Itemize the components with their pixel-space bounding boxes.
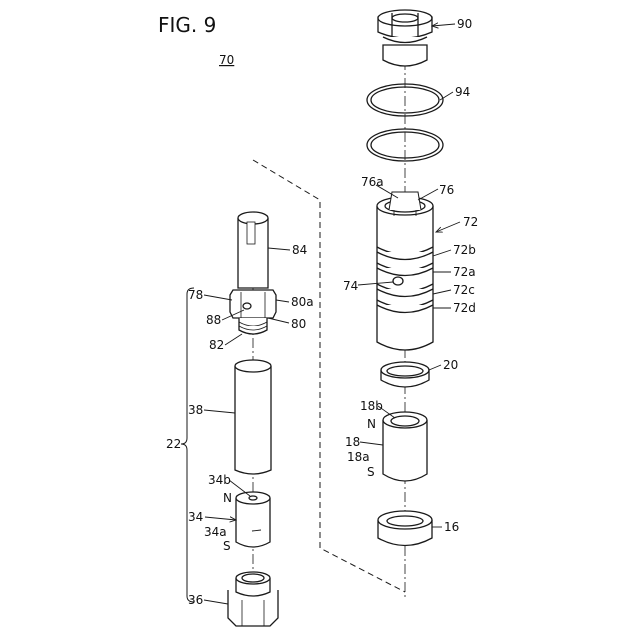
label-84: 84 [292, 243, 307, 257]
label-18a: 18a [347, 450, 370, 464]
bracket-22 [181, 288, 194, 602]
label-34b: 34b [208, 473, 231, 487]
part-84-shaft [230, 212, 276, 334]
label-16: 16 [444, 520, 459, 534]
label-74: 74 [343, 279, 358, 293]
assembly-ref-label: 70 [219, 53, 234, 67]
label-20: 20 [443, 358, 458, 372]
label-18: 18 [345, 435, 360, 449]
label-76a: 76a [361, 175, 384, 189]
label-36: 36 [188, 593, 203, 607]
label-78: 78 [188, 288, 203, 302]
label-94: 94 [455, 85, 470, 99]
label-18-N: N [367, 417, 376, 431]
part-34-magnet [236, 492, 270, 547]
label-22: 22 [166, 437, 181, 451]
label-88: 88 [206, 313, 221, 327]
label-18b: 18b [360, 399, 383, 413]
label-34a: 34a [204, 525, 227, 539]
part-72-cylinder [377, 192, 433, 350]
label-72b: 72b [453, 243, 476, 257]
label-72d: 72d [453, 301, 476, 315]
part-38-tube [235, 360, 271, 474]
label-72c: 72c [453, 283, 475, 297]
part-18-magnet [383, 412, 427, 481]
part-36-plug [228, 572, 278, 626]
label-80a: 80a [291, 295, 314, 309]
label-76: 76 [439, 183, 454, 197]
part-90-cap-nut [378, 10, 432, 66]
label-34-N: N [223, 491, 232, 505]
figure-title: FIG. 9 [158, 13, 216, 37]
label-38: 38 [188, 403, 203, 417]
label-18-S: S [367, 465, 375, 479]
part-20-ring [381, 362, 429, 387]
label-72a: 72a [453, 265, 476, 279]
label-72: 72 [463, 215, 478, 229]
label-34-S: S [223, 539, 231, 553]
label-90: 90 [457, 17, 472, 31]
label-82: 82 [209, 338, 224, 352]
label-80: 80 [291, 317, 306, 331]
part-16-ring [378, 511, 432, 546]
label-34: 34 [188, 510, 203, 524]
